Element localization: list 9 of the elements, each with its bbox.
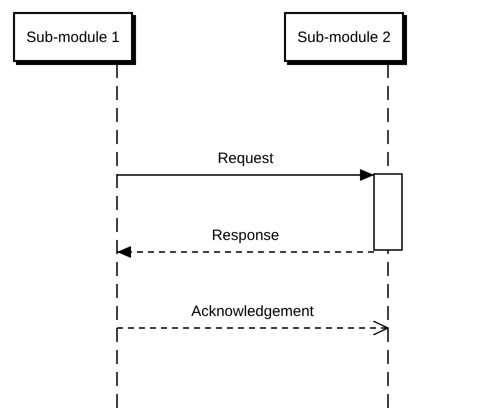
message-label: Request bbox=[216, 150, 276, 167]
module-box: Sub-module 2 bbox=[284, 12, 404, 62]
message-label: Response bbox=[210, 227, 282, 244]
activation-bar bbox=[373, 173, 403, 251]
message-arrow bbox=[117, 320, 389, 336]
message-label: Acknowledgement bbox=[189, 303, 316, 320]
message-arrow bbox=[117, 246, 374, 258]
module-box: Sub-module 1 bbox=[13, 12, 133, 62]
message-arrow bbox=[117, 169, 374, 181]
